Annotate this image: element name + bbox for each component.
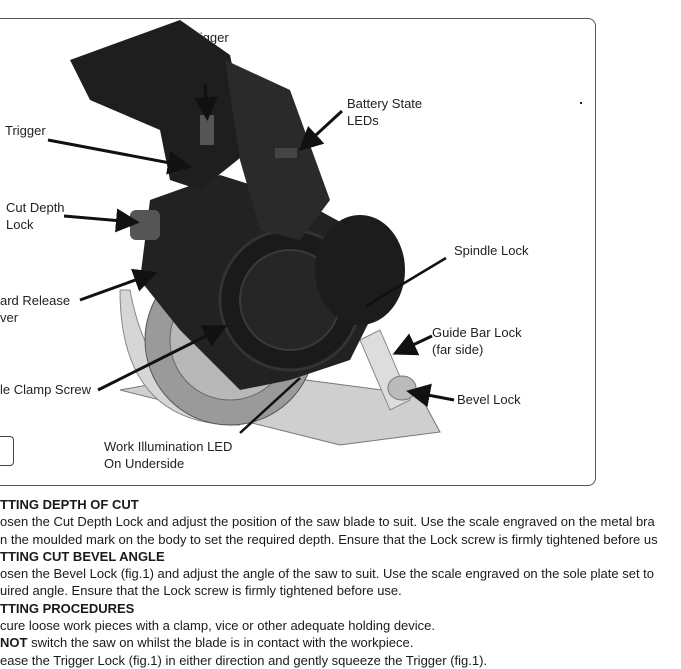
label-guide-bar-lock: Guide Bar Lock (far side) bbox=[432, 325, 522, 357]
label-spindle-lock: Spindle Lock bbox=[454, 243, 529, 258]
label-battery-leds: Battery State LEDs bbox=[347, 96, 423, 128]
label-guard-release-lever: ard Release ver bbox=[0, 293, 71, 325]
label-cut-depth-lock: Cut Depth Lock bbox=[6, 200, 65, 232]
label-work-illumination-led: Work Illumination LED On Underside bbox=[104, 439, 233, 471]
section-heading: TTING DEPTH OF CUT bbox=[0, 497, 139, 512]
circular-saw-illustration bbox=[47, 20, 455, 446]
section-line: cure loose work pieces with a clamp, vic… bbox=[0, 618, 436, 634]
section-heading: TTING CUT BEVEL ANGLE bbox=[0, 548, 165, 564]
section-line: ease the Trigger Lock (fig.1) in either … bbox=[0, 652, 488, 668]
section-line: osen the Bevel Lock (fig.1) and adjust t… bbox=[0, 566, 655, 582]
label-bevel-lock: Bevel Lock bbox=[457, 392, 521, 407]
stray-dot bbox=[580, 102, 582, 104]
figure-number-box bbox=[0, 436, 14, 466]
instructions-text: TTING DEPTH OF CUT osen the Cut Depth Lo… bbox=[0, 496, 681, 669]
section-line: n the moulded mark on the body to set th… bbox=[0, 531, 658, 547]
section-line: uired angle. Ensure that the Lock screw … bbox=[0, 583, 402, 599]
label-trigger: Trigger bbox=[5, 123, 46, 138]
section-line: NOT switch the saw on whilst the blade i… bbox=[0, 635, 414, 651]
section-heading: TTING PROCEDURES bbox=[0, 600, 135, 616]
figure-frame bbox=[0, 18, 596, 486]
label-trigger-lock: Trigger Lock bbox=[188, 30, 229, 62]
section-line: osen the Cut Depth Lock and adjust the p… bbox=[0, 514, 655, 530]
label-blade-clamp-screw: le Clamp Screw bbox=[0, 382, 92, 397]
